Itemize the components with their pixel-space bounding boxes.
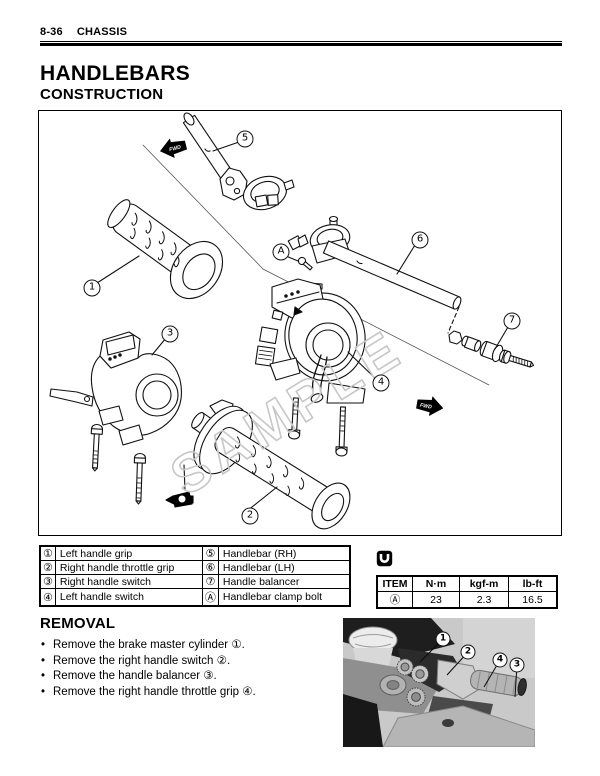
removal-section: REMOVAL Remove the brake master cylinder… [40, 615, 340, 700]
clamp-bolt-right [335, 406, 348, 457]
callout-1: 1 [435, 631, 451, 647]
callout-4: 4 [492, 652, 508, 668]
callout-4: 4 [372, 374, 390, 392]
callout-2: 2 [241, 507, 259, 525]
table-row: ④ Left handle switch Ⓐ Handlebar clamp b… [39, 588, 351, 607]
removal-steps: Remove the brake master cylinder ①. Remo… [40, 638, 340, 700]
header-rule-thin [40, 41, 562, 42]
table-row: ③ Right handle switch ⑦ Handle balancer [39, 574, 351, 589]
page-title: HANDLEBARS [40, 62, 190, 85]
left-handle-switch [254, 278, 366, 404]
fwd-arrow-top: FWD [160, 138, 188, 158]
torque-wrench-icon [376, 550, 393, 567]
right-throttle-grip [191, 399, 351, 530]
section-subtitle: CONSTRUCTION [40, 86, 164, 103]
table-row: ② Right handle throttle grip ⑥ Handlebar… [39, 560, 351, 575]
handlebar-rh [182, 112, 295, 211]
table-header-row: ITEM N·m kgf-m lb-ft [376, 575, 558, 592]
handlebar-photo-image [343, 618, 536, 748]
construction-diagram: FWD [38, 110, 562, 536]
removal-title: REMOVAL [40, 615, 116, 632]
leader-lines [96, 141, 509, 512]
callout-3: 3 [161, 325, 179, 343]
page-header: 8-36 CHASSIS [40, 26, 562, 46]
exploded-view-drawing: FWD [49, 112, 535, 530]
callout-7: 7 [503, 312, 521, 330]
handlebar-lh [297, 215, 462, 310]
header-rule-thick [40, 43, 562, 46]
switch-bolt-left [90, 423, 104, 472]
section-title: CHASSIS [76, 26, 128, 38]
parts-legend-table: ① Left handle grip ⑤ Handlebar (RH) ② Ri… [39, 545, 351, 607]
fwd-label-right: FWD [419, 403, 432, 411]
callout-2: 2 [460, 644, 476, 660]
table-row: ① Left handle grip ⑤ Handlebar (RH) [39, 545, 351, 561]
right-handle-switch [49, 331, 182, 446]
clamp-bolt-left [288, 397, 301, 440]
left-handle-grip [107, 199, 224, 300]
torque-spec: ITEM N·m kgf-m lb-ft Ⓐ 23 2.3 16.5 [376, 550, 558, 609]
list-item: Remove the brake master cylinder ①. [40, 638, 340, 654]
table-row: Ⓐ 23 2.3 16.5 [376, 591, 558, 609]
callout-A: A [272, 243, 290, 261]
fwd-arrow-right: FWD [416, 396, 444, 416]
callout-3: 3 [509, 657, 525, 673]
callout-6: 6 [411, 231, 429, 249]
list-item: Remove the right handle switch ②. [40, 654, 340, 670]
list-item: Remove the handle balancer ③. [40, 669, 340, 685]
adhesive-icon [165, 464, 194, 508]
fwd-label-top: FWD [169, 144, 182, 153]
torque-table: ITEM N·m kgf-m lb-ft Ⓐ 23 2.3 16.5 [376, 575, 558, 609]
list-item: Remove the right handle throttle grip ④. [40, 685, 340, 701]
page-number: 8-36 [40, 26, 63, 38]
handle-balancer [448, 330, 535, 368]
callout-5: 5 [236, 130, 254, 148]
switch-bolt-right [133, 452, 147, 505]
callout-1: 1 [83, 279, 101, 297]
